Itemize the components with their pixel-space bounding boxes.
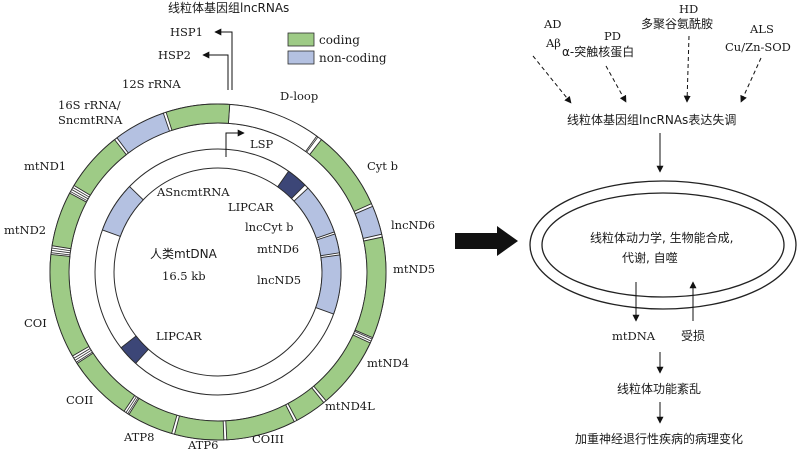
legend-noncoding-swatch bbox=[287, 50, 315, 65]
ring-gap-tick bbox=[354, 331, 373, 340]
transition-arrow bbox=[455, 226, 518, 256]
label-atp8: ATP8 bbox=[123, 430, 154, 444]
inner-ring-segments bbox=[101, 170, 342, 365]
label-mtnd2: mtND2 bbox=[4, 223, 46, 237]
seg-mtnd6 bbox=[316, 233, 341, 257]
hd-label: HD bbox=[679, 2, 698, 16]
outer-ring-segments bbox=[49, 103, 387, 441]
label-lncnd5: lncND5 bbox=[257, 273, 301, 287]
inner-ring-inner-edge bbox=[113, 167, 323, 377]
pathology-label: 加重神经退行性疾病的病理变化 bbox=[575, 431, 743, 446]
seg-lipcar-top bbox=[277, 170, 306, 200]
center-size-label: 16.5 kb bbox=[162, 269, 206, 283]
ad-label: AD bbox=[543, 17, 562, 31]
ring-gap-tick bbox=[125, 396, 137, 413]
seg-lncnd5 bbox=[315, 254, 342, 315]
lncrna-dysregulation-label: 线粒体基因组lncRNAs表达失调 bbox=[567, 112, 736, 127]
seg-coi bbox=[49, 253, 90, 357]
ring-gap-tick bbox=[51, 249, 71, 254]
als-sod-label: Cu/Zn-SOD bbox=[725, 40, 791, 54]
label-mtnd4: mtND4 bbox=[367, 356, 409, 370]
pd-label: PD bbox=[604, 29, 621, 43]
seg-atp8 bbox=[128, 397, 178, 435]
seg-cyt-b bbox=[309, 138, 373, 212]
label-atp6: ATP6 bbox=[187, 438, 218, 452]
hd-polyq-label: 多聚谷氨酰胺 bbox=[641, 17, 713, 31]
seg-lnccytb bbox=[293, 187, 335, 239]
label-mtnd4l: mtND4L bbox=[325, 399, 375, 413]
outer-ring-gaps bbox=[51, 136, 373, 414]
seg-lncnd6 bbox=[354, 205, 383, 240]
center-mtdna-label: 人类mtDNA bbox=[150, 247, 218, 261]
seg-coii bbox=[76, 352, 136, 412]
ring-gap-tick bbox=[70, 191, 88, 202]
legend-coding-label: coding bbox=[319, 33, 360, 47]
ring-gap-tick bbox=[353, 332, 372, 342]
seg-mtnd4l bbox=[287, 387, 325, 421]
label-mtnd1: mtND1 bbox=[24, 159, 66, 173]
als-dashed-arrow bbox=[740, 57, 762, 103]
seg-mtnd1 bbox=[73, 138, 127, 196]
legend-coding-swatch bbox=[287, 32, 315, 47]
label-12s-rrna: 12S rRNA bbox=[122, 77, 181, 91]
damage-label: 受损 bbox=[681, 329, 705, 343]
pd-dashed-arrow bbox=[605, 65, 627, 103]
seg-12s-rrna bbox=[165, 103, 231, 131]
seg-mtnd2 bbox=[51, 192, 88, 250]
mtdna-map: 线粒体基因组lncRNAs HSP1 HSP2 LSP coding non-c… bbox=[4, 0, 435, 452]
hsp1-label: HSP1 bbox=[170, 25, 203, 39]
ring-gap-tick bbox=[74, 349, 92, 361]
mitochondrion-outer-membrane bbox=[529, 180, 797, 310]
mitochondrion-inner-membrane bbox=[541, 192, 785, 298]
label-asncmtrna: ASncmtRNA bbox=[156, 185, 230, 199]
label-lipcar-bottom: LIPCAR bbox=[156, 329, 202, 343]
ad-abeta-label: Aβ bbox=[545, 36, 561, 50]
ring-gap-tick bbox=[51, 247, 71, 252]
label-lnccytb: lncCyt b bbox=[245, 220, 293, 234]
hd-dashed-arrow bbox=[683, 35, 691, 103]
mito-process-line2: 代谢, 自噬 bbox=[622, 250, 678, 265]
ad-dashed-arrow bbox=[532, 55, 572, 104]
label-d-loop: D-loop bbox=[280, 89, 318, 103]
mtdna-label: mtDNA bbox=[612, 329, 656, 343]
label-coiii: COIII bbox=[252, 432, 284, 446]
map-title: 线粒体基因组lncRNAs bbox=[168, 0, 289, 15]
seg-atp6 bbox=[173, 415, 225, 441]
pd-synuclein-label: α-突触核蛋白 bbox=[562, 44, 634, 59]
label-16s-rrna-line2: SncmtRNA bbox=[58, 113, 123, 127]
ring-gap-tick bbox=[73, 348, 91, 359]
label-coii: COII bbox=[66, 393, 93, 407]
pathway-panel: AD Aβ PD α-突触核蛋白 HD 多聚谷氨酰胺 ALS Cu/Zn-SOD… bbox=[529, 2, 797, 446]
hsp2-label: HSP2 bbox=[158, 48, 191, 62]
label-coi: COI bbox=[24, 316, 47, 330]
label-16s-rrna-line1: 16S rRNA/ bbox=[58, 98, 121, 112]
als-label: ALS bbox=[749, 22, 774, 36]
ring-gap-tick bbox=[306, 136, 319, 153]
ring-gap-tick bbox=[51, 252, 71, 256]
ring-gap-tick bbox=[72, 187, 90, 198]
seg-16s-rrna bbox=[116, 112, 171, 154]
seg-mtnd5 bbox=[354, 236, 387, 339]
label-mtnd5: mtND5 bbox=[393, 262, 435, 276]
hsp2-arrow bbox=[202, 51, 229, 90]
ring-gap-tick bbox=[76, 351, 93, 363]
ring-gap-tick bbox=[127, 397, 139, 414]
label-cyt-b: Cyt b bbox=[367, 159, 398, 173]
lsp-arrow bbox=[225, 129, 245, 157]
seg-lipcar-bottom bbox=[120, 335, 150, 365]
seg-d-loop bbox=[227, 103, 318, 153]
seg-coiii bbox=[225, 404, 295, 441]
label-lipcar-top: LIPCAR bbox=[228, 200, 274, 214]
seg-asncmtrna bbox=[101, 185, 144, 238]
label-mtnd6: mtND6 bbox=[257, 242, 299, 256]
seg-mtnd4 bbox=[313, 334, 371, 402]
dysfunction-label: 线粒体功能紊乱 bbox=[617, 381, 701, 396]
ring-gap-tick bbox=[71, 189, 89, 200]
hsp1-arrow bbox=[214, 28, 233, 90]
lsp-label: LSP bbox=[250, 137, 274, 151]
label-lncnd6: lncND6 bbox=[391, 218, 435, 232]
mito-process-line1: 线粒体动力学, 生物能合成, bbox=[590, 230, 733, 245]
legend-noncoding-label: non-coding bbox=[319, 51, 387, 65]
